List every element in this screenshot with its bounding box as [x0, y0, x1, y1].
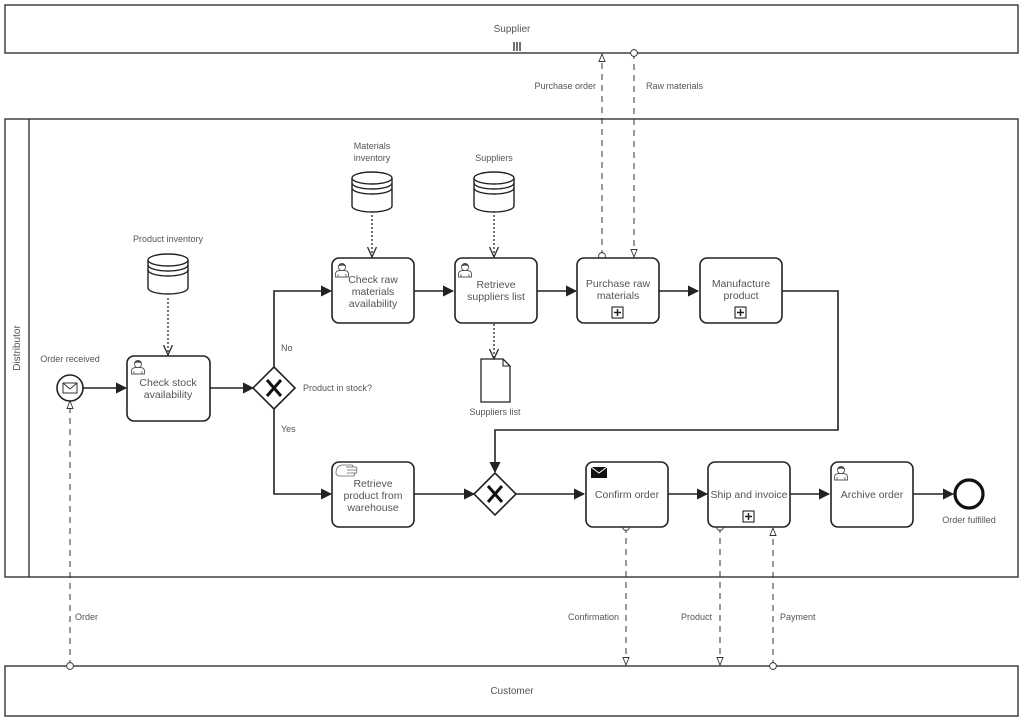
- task-check-raw-materials[interactable]: Check raw materials availability: [331, 257, 415, 324]
- exclusive-x-icon: [265, 379, 283, 397]
- task-label-line: product: [723, 290, 758, 302]
- data-object-label: Suppliers list: [469, 407, 521, 417]
- message-label-payment: Payment: [780, 612, 816, 622]
- flow-manufacture-to-merge-gateway: [489, 290, 839, 474]
- gateway-label: Product in stock?: [303, 383, 372, 393]
- data-store-label: Suppliers: [475, 153, 513, 163]
- task-label-line: warehouse: [346, 502, 399, 514]
- end-event-order-fulfilled[interactable]: Order fulfilled: [942, 478, 996, 525]
- gateway-no-label: No: [281, 343, 293, 353]
- pool-distributor-label: Distributor: [12, 325, 23, 371]
- task-label-line: Manufacture: [712, 278, 771, 290]
- task-label-line: Retrieve: [353, 478, 392, 490]
- gateway-merge[interactable]: [472, 471, 518, 517]
- end-event-label: Order fulfilled: [942, 515, 996, 525]
- task-label-line: Retrieve: [476, 279, 515, 291]
- message-label-order: Order: [75, 612, 98, 622]
- task-label-line: Confirm order: [595, 489, 660, 501]
- subprocess-purchase-raw-materials[interactable]: Purchase raw materials: [576, 257, 660, 324]
- message-label-purchase-order: Purchase order: [534, 81, 596, 91]
- subprocess-ship-and-invoice[interactable]: Ship and invoice: [707, 461, 791, 528]
- task-retrieve-suppliers-list[interactable]: Retrieve suppliers list: [454, 257, 538, 324]
- database-icon: [147, 253, 189, 295]
- data-object-suppliers-list[interactable]: Suppliers list: [469, 358, 521, 417]
- task-label-line: Archive order: [841, 489, 904, 501]
- task-confirm-order[interactable]: Confirm order: [585, 461, 669, 528]
- task-label-line: Check raw: [348, 274, 398, 286]
- pool-supplier[interactable]: Supplier: [4, 4, 1019, 54]
- data-store-label: Product inventory: [133, 234, 204, 244]
- task-label-line: Ship and invoice: [710, 489, 787, 501]
- data-store-label-line-2: inventory: [354, 153, 391, 163]
- database-icon: [351, 171, 393, 213]
- task-archive-order[interactable]: Archive order: [830, 461, 914, 528]
- start-event-label: Order received: [40, 354, 100, 364]
- pool-supplier-label: Supplier: [494, 24, 531, 35]
- document-icon: [480, 358, 511, 403]
- subprocess-manufacture-product[interactable]: Manufacture product: [699, 257, 783, 324]
- task-check-stock-availability[interactable]: Check stock availability: [126, 355, 211, 422]
- data-store-suppliers[interactable]: Suppliers: [473, 153, 515, 213]
- task-label-line: availability: [349, 298, 398, 310]
- task-label-line: materials: [597, 290, 640, 302]
- manual-hand-icon: [335, 464, 358, 477]
- task-label-line: availability: [144, 389, 193, 401]
- send-message-icon: [590, 466, 608, 478]
- gateway-product-in-stock[interactable]: Product in stock? No Yes: [251, 343, 372, 434]
- data-store-label-line-1: Materials: [354, 141, 391, 151]
- gateway-yes-label: Yes: [281, 424, 296, 434]
- start-event-order-received[interactable]: Order received: [40, 354, 100, 402]
- data-store-product-inventory[interactable]: Product inventory: [133, 234, 204, 295]
- pool-customer[interactable]: Customer: [4, 665, 1019, 717]
- flow-gateway-yes: [273, 409, 333, 500]
- task-label-line: Check stock: [139, 377, 197, 389]
- exclusive-x-icon: [486, 485, 504, 503]
- message-label-confirmation: Confirmation: [568, 612, 619, 622]
- message-label-raw-materials: Raw materials: [646, 81, 704, 91]
- flow-gateway-no: [273, 285, 333, 367]
- task-label-line: product from: [344, 490, 403, 502]
- task-label-line: materials: [352, 286, 395, 298]
- envelope-icon: [62, 382, 78, 394]
- expand-subprocess-icon[interactable]: [734, 306, 747, 319]
- database-icon: [473, 171, 515, 213]
- message-label-product: Product: [681, 612, 713, 622]
- pool-customer-label: Customer: [490, 686, 534, 697]
- expand-subprocess-icon[interactable]: [611, 306, 624, 319]
- task-retrieve-product-from-warehouse[interactable]: Retrieve product from warehouse: [331, 461, 415, 528]
- task-label-line: Purchase raw: [586, 278, 651, 290]
- expand-subprocess-icon[interactable]: [742, 510, 755, 523]
- data-store-materials-inventory[interactable]: Materials inventory: [351, 141, 393, 213]
- collapsed-pool-marker-icon: [513, 42, 521, 51]
- task-label-line: suppliers list: [467, 291, 525, 303]
